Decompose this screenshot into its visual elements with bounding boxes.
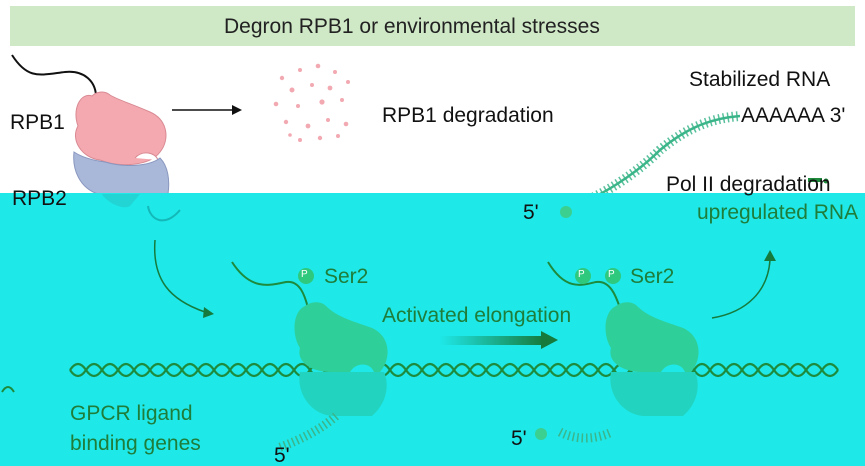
elongation-arrow-head <box>541 331 558 349</box>
rpb1-tail <box>11 54 97 96</box>
curved-arrow-up <box>711 259 771 319</box>
pol2-left-cleft <box>350 364 374 372</box>
rpb2-subunit <box>73 151 170 195</box>
curved-arrow-down <box>153 239 206 313</box>
binding-genes-label: binding genes <box>70 432 201 455</box>
phospho-marker-left <box>298 268 314 284</box>
pol2-left-ctd <box>231 261 309 309</box>
five-prime-cap-right <box>535 428 547 440</box>
rpb1-subunit <box>75 91 167 166</box>
poly-a-label: AAAAAA 3' <box>741 104 846 127</box>
upregulated-rna-label: upregulated RNA <box>697 201 859 224</box>
pol2-right-cleft <box>661 364 685 372</box>
dna-helix <box>69 362 839 378</box>
five-prime-cap-top <box>560 206 572 218</box>
pol2-right-ctd <box>547 261 621 309</box>
title-banner <box>10 6 855 46</box>
cyan-overlay <box>0 193 865 466</box>
dna-fragment-left <box>1 386 15 393</box>
pol2-left-lower <box>299 372 387 416</box>
phospho-right-letter-1: P <box>578 269 585 280</box>
stabilized-rna-label: Stabilized RNA <box>689 68 831 91</box>
rpb1-degradation-label: RPB1 degradation <box>382 104 554 127</box>
arrow-to-degradation-head <box>232 105 242 115</box>
phospho-markers-left <box>298 268 314 284</box>
elongation-arrow-shaft <box>440 336 544 345</box>
phospho-right-letter-2: P <box>608 269 615 280</box>
pol2-right-upper <box>605 302 699 372</box>
rpb2-lower-part <box>102 194 140 208</box>
gpcr-label: GPCR ligand <box>70 402 193 425</box>
ser2-left-label: Ser2 <box>324 265 369 288</box>
curved-arrow-down-head <box>203 307 214 318</box>
phospho-markers-right <box>575 268 621 284</box>
phospho-left-letter: P <box>301 269 308 280</box>
pol2-left-upper <box>294 302 388 372</box>
five-prime-left-label: 5' <box>274 444 290 466</box>
phospho-marker-right-1 <box>575 268 591 284</box>
five-prime-top-label: 5' <box>523 201 539 224</box>
rna-left <box>276 412 339 453</box>
rpb1-cleft <box>134 152 159 161</box>
pol2-right-lower <box>610 372 698 416</box>
rpb2-foot <box>147 205 181 222</box>
rpb2-label: RPB2 <box>12 187 67 210</box>
pol2-fragment-marker <box>808 178 829 184</box>
pol2-degradation-label: Pol II degradation <box>666 173 831 196</box>
phospho-marker-right-2 <box>605 268 621 284</box>
rpb1-fragments <box>273 63 350 142</box>
curved-arrow-up-head <box>764 250 776 261</box>
activated-elongation-label: Activated elongation <box>382 304 572 327</box>
banner-title: Degron RPB1 or environmental stresses <box>224 15 600 38</box>
ser2-right-label: Ser2 <box>630 265 675 288</box>
rpb1-label: RPB1 <box>10 111 65 134</box>
five-prime-right-label: 5' <box>511 427 527 450</box>
